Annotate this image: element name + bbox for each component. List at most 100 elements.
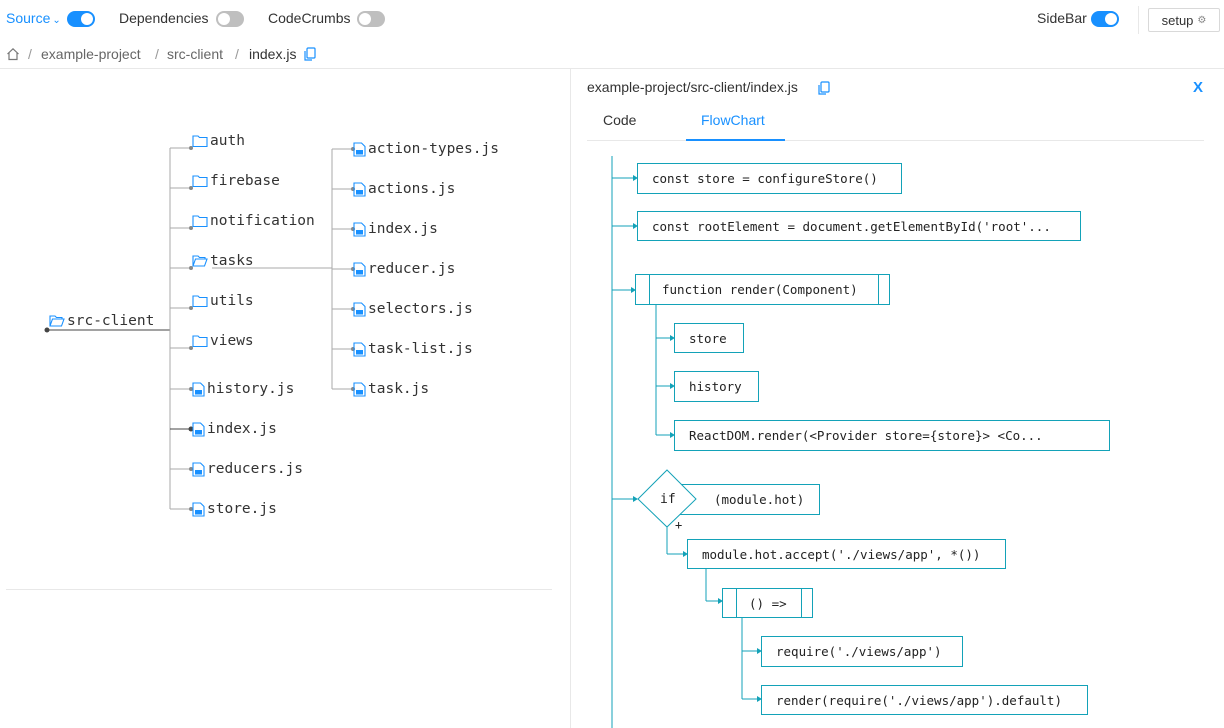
tabs-divider [587,140,1204,141]
tree-file[interactable]: task.js [353,379,429,399]
toolbar-divider [1138,6,1139,34]
tree-file[interactable]: actions.js [353,179,455,199]
source-label: Source [6,10,51,26]
flow-condition-box[interactable]: (module.hot) [680,484,820,515]
tree-node-label: firebase [210,173,280,189]
tree-folder[interactable]: firebase [192,171,280,191]
tab-code[interactable]: Code [603,112,637,128]
flow-condition-label: (module.hot) [714,492,805,507]
breadcrumb-separator: / [155,46,159,62]
tree-folder[interactable]: views [192,331,254,351]
tree-file[interactable]: store.js [192,499,277,519]
flow-node[interactable]: ReactDOM.render(<Provider store={store}>… [674,420,1110,451]
top-toolbar: Source⌄ Dependencies CodeCrumbs SideBar … [0,0,1224,38]
tree-bottom-divider [6,589,552,590]
flow-node[interactable]: const rootElement = document.getElementB… [637,211,1081,241]
flow-node[interactable]: module.hot.accept('./views/app', *()) [687,539,1006,569]
tree-node-label: task-list.js [368,341,473,357]
subroutine-bar [878,275,879,304]
tree-file[interactable]: reducers.js [192,459,303,479]
js-file-icon [192,461,205,477]
source-toggle[interactable] [67,11,95,27]
flow-node-function[interactable]: function render(Component) [635,274,890,305]
tree-node-label: auth [210,133,245,149]
dependencies-label: Dependencies [119,10,209,26]
tree-folder[interactable]: tasks [192,251,254,271]
flow-node-function[interactable]: () => [722,588,813,618]
breadcrumb-item[interactable]: example-project [41,46,141,62]
js-file-icon [192,381,205,397]
tree-node-label: index.js [207,421,277,437]
codecrumbs-label: CodeCrumbs [268,10,351,26]
tree-file[interactable]: history.js [192,379,294,399]
flowchart-connectors [611,156,762,728]
tree-folder[interactable]: notification [192,211,315,231]
tree-file[interactable]: selectors.js [353,299,473,319]
tree-node-label: action-types.js [368,141,499,157]
tree-file[interactable]: index.js [353,219,438,239]
setup-label: setup [1161,12,1194,28]
folder-open-icon [192,255,208,267]
subroutine-bar [801,589,802,617]
tree-node-label: notification [210,213,315,229]
folder-icon [192,215,208,228]
gear-icon: ⚙ [1197,14,1207,26]
js-file-icon [192,501,205,517]
breadcrumb-separator: / [235,46,239,62]
js-file-icon [353,261,366,277]
sidebar-divider[interactable] [570,69,571,728]
js-file-icon [353,381,366,397]
js-file-icon [353,301,366,317]
folder-icon [192,135,208,148]
tree-node-label: selectors.js [368,301,473,317]
sidebar-toggle[interactable] [1091,11,1119,27]
dependencies-toggle[interactable] [216,11,244,27]
header-divider [0,68,1224,69]
breadcrumb-item[interactable]: src-client [167,46,224,62]
tree-connectors [44,146,355,511]
tab-flowchart[interactable]: FlowChart [701,112,765,128]
subroutine-bar [736,589,737,617]
copy-icon[interactable] [304,47,316,64]
setup-button[interactable]: setup ⚙ [1148,8,1220,32]
flow-decision-diamond[interactable] [637,469,699,529]
js-file-icon [353,181,366,197]
flow-if-label: if [660,492,676,507]
tree-file[interactable]: reducer.js [353,259,455,279]
active-tab-indicator [686,139,785,141]
sidebar-label: SideBar [1037,10,1087,26]
flow-node[interactable]: render(require('./views/app').default) [761,685,1088,715]
tree-node-label: index.js [368,221,438,237]
panel-file-path: example-project/src-client/index.js [587,79,798,95]
flow-node[interactable]: const store = configureStore() [637,163,902,194]
home-icon[interactable] [6,47,20,64]
tree-file-selected[interactable]: index.js [192,419,277,439]
folder-icon [192,335,208,348]
codecrumbs-toggle[interactable] [357,11,385,27]
tree-file[interactable]: action-types.js [353,139,499,159]
tree-node-label: task.js [368,381,430,397]
flow-node[interactable]: require('./views/app') [761,636,963,667]
copy-icon[interactable] [818,81,830,98]
subroutine-bar [649,275,650,304]
close-panel-button[interactable]: X [1193,79,1204,96]
tree-folder[interactable]: utils [192,291,254,311]
flow-node[interactable]: history [674,371,759,402]
tree-node-label: reducers.js [207,461,304,477]
js-file-icon [192,421,205,437]
tree-node-label: actions.js [368,181,456,197]
folder-icon [192,295,208,308]
tree-node-label: tasks [210,253,254,269]
tree-folder[interactable]: auth [192,131,245,151]
tree-node-label: src-client [67,313,155,329]
js-file-icon [353,221,366,237]
tree-node-root[interactable]: src-client [49,311,154,331]
breadcrumb-separator: / [28,46,32,62]
flow-node[interactable]: store [674,323,744,353]
chevron-down-icon: ⌄ [52,15,61,26]
flow-node-label: function render(Component) [662,282,858,297]
source-dropdown[interactable]: Source⌄ [6,10,61,26]
js-file-icon [353,341,366,357]
tree-node-label: store.js [207,501,277,517]
tree-file[interactable]: task-list.js [353,339,473,359]
